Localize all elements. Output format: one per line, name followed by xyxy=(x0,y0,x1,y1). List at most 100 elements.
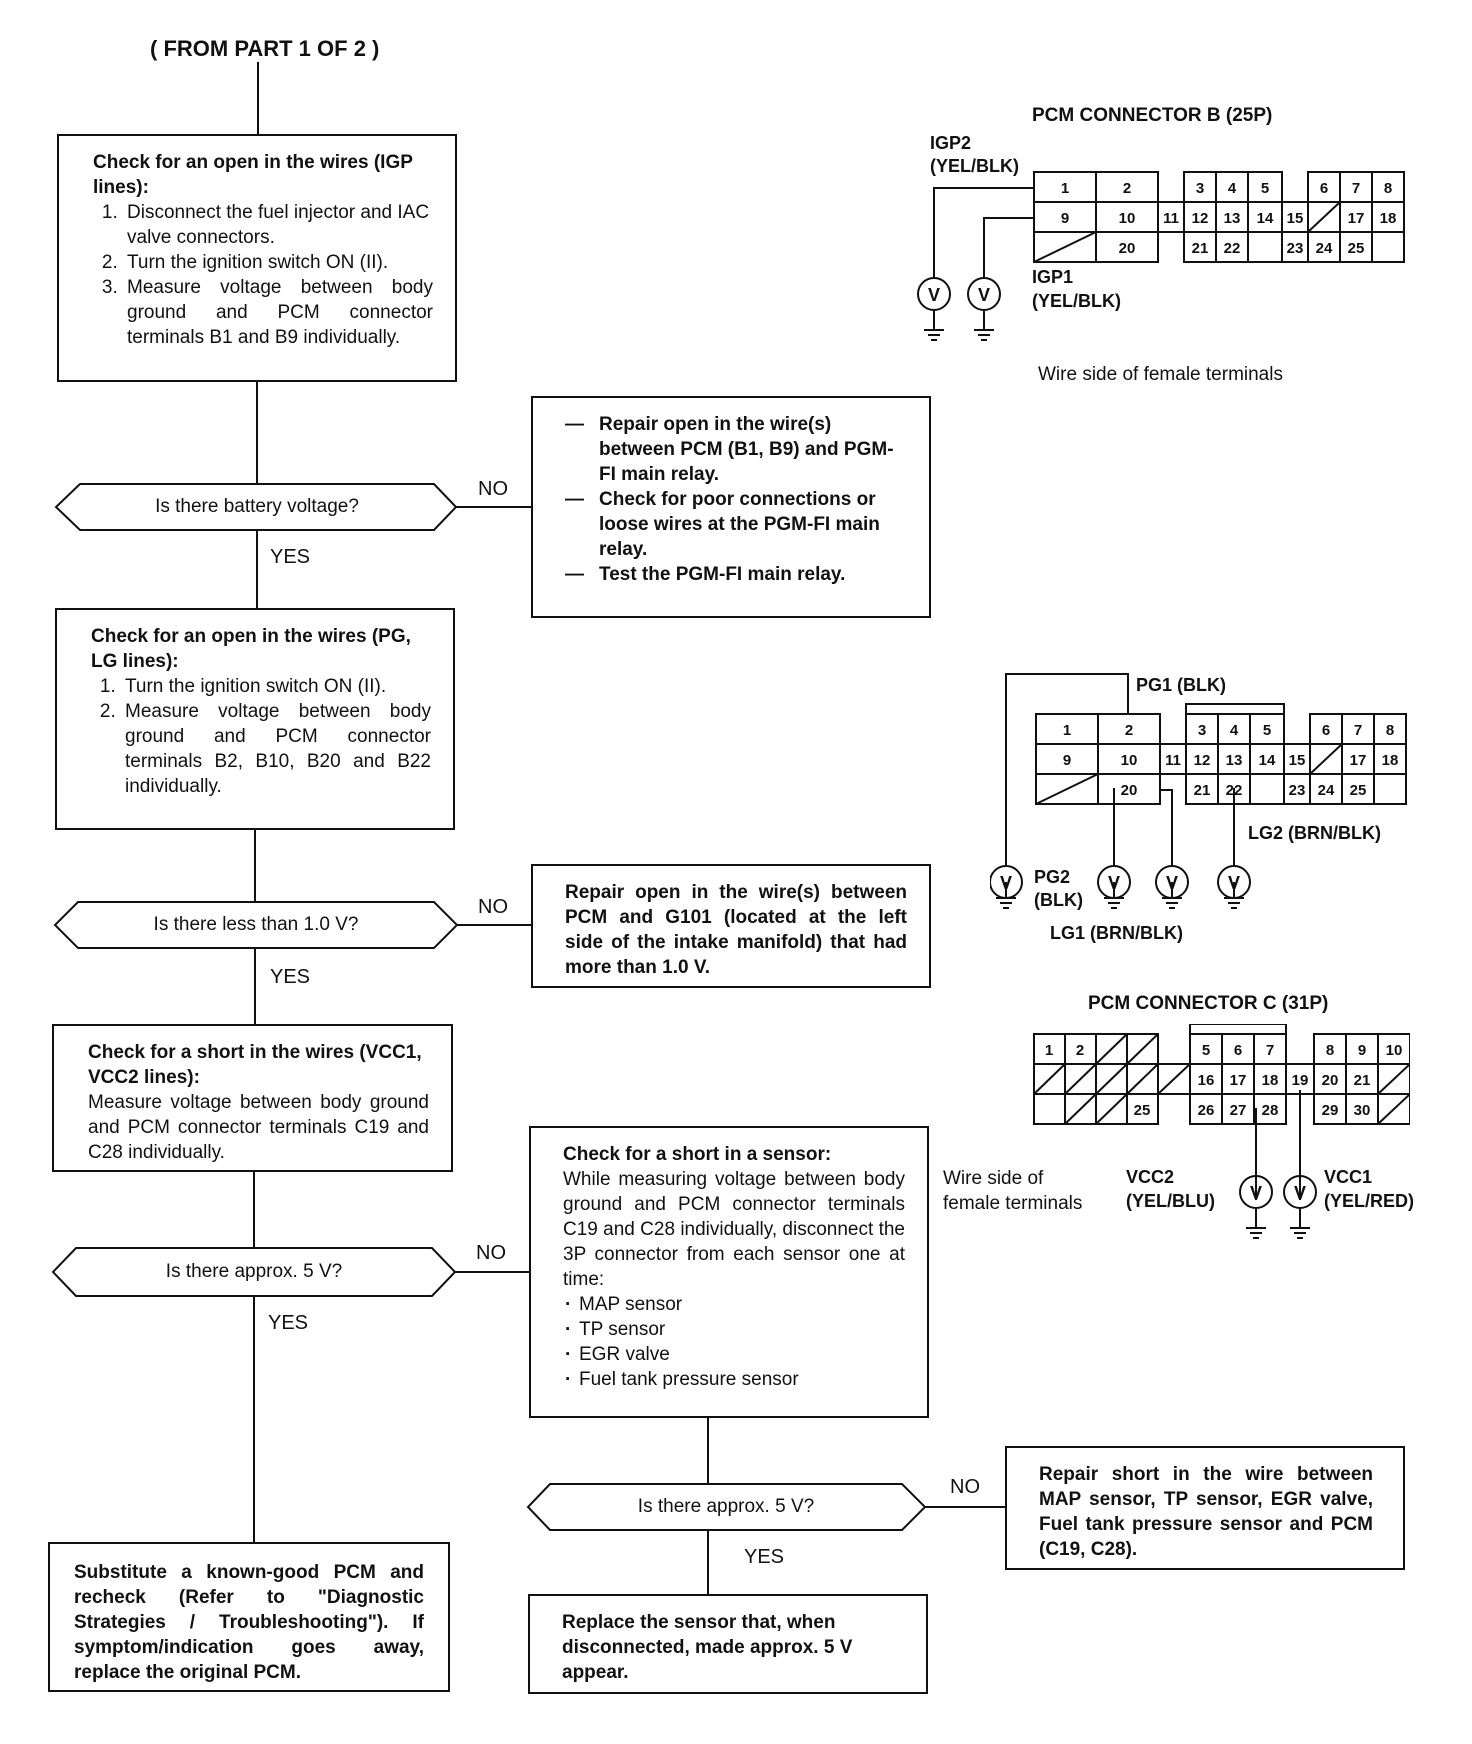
igp2-label-line2: (YEL/BLK) xyxy=(930,156,1019,176)
decision-shape-5v-b xyxy=(526,1483,927,1531)
b1-pin-5: 5 xyxy=(1261,180,1269,197)
b1-pin-6: 6 xyxy=(1320,180,1328,197)
voltmeter-vcc2-icon: V xyxy=(1250,1183,1262,1203)
b2-pin-11: 11 xyxy=(1165,752,1181,769)
lg2-label: LG2 (BRN/BLK) xyxy=(1248,823,1381,843)
c-pin-21: 21 xyxy=(1354,1072,1371,1089)
igp1-label-line2: (YEL/BLK) xyxy=(1032,291,1121,311)
pg-lg-check-title: Check for an open in the wires (PG, LG l… xyxy=(91,626,411,672)
b1-pin-12: 12 xyxy=(1192,210,1209,227)
c-pin-17: 17 xyxy=(1230,1072,1247,1089)
b1-pin-20: 20 xyxy=(1119,240,1136,257)
sensor-item-map: MAP sensor xyxy=(565,1292,905,1317)
b1-pin-24: 24 xyxy=(1316,240,1333,257)
b2-pin-17: 17 xyxy=(1350,752,1367,769)
b2-pin-14: 14 xyxy=(1259,752,1276,769)
sensor-check-title: Check for a short in a sensor: xyxy=(563,1144,832,1165)
igp2-label-line1: IGP2 xyxy=(930,133,972,153)
sensor-check-box: Check for a short in a sensor: While mea… xyxy=(529,1126,929,1418)
b1-pin-4: 4 xyxy=(1228,180,1237,197)
yes-label-3: YES xyxy=(268,1312,309,1334)
b2-pin-13: 13 xyxy=(1226,752,1243,769)
b1-pin-17: 17 xyxy=(1348,210,1365,227)
pg-lg-step-1: Turn the ignition switch ON (II). xyxy=(121,674,431,699)
b1-pin-1: 1 xyxy=(1061,180,1069,197)
b2-pin-4: 4 xyxy=(1230,722,1239,739)
c-pin-5: 5 xyxy=(1202,1042,1210,1059)
c-pin-16: 16 xyxy=(1198,1072,1215,1089)
c-pin-18: 18 xyxy=(1262,1072,1279,1089)
igp-step-1: Disconnect the fuel injector and IAC val… xyxy=(123,200,433,250)
b1-pin-22: 22 xyxy=(1224,240,1241,257)
b1-pin-8: 8 xyxy=(1384,180,1392,197)
connector-c-caption-line1: Wire side of xyxy=(943,1168,1044,1189)
c-pin-9: 9 xyxy=(1358,1042,1366,1059)
c-pin-26: 26 xyxy=(1198,1102,1215,1119)
b2-pin-10: 10 xyxy=(1121,752,1138,769)
sensor-item-tp: TP sensor xyxy=(565,1317,905,1342)
vcc2-label-line2: (YEL/BLU) xyxy=(1126,1191,1215,1211)
repair-igp-item-2: Check for poor connections or loose wire… xyxy=(565,487,909,562)
b2-pin-12: 12 xyxy=(1194,752,1211,769)
substitute-pcm-box: Substitute a known-good PCM and recheck … xyxy=(48,1542,450,1692)
b2-pin-25: 25 xyxy=(1350,782,1367,799)
vcc-check-title: Check for a short in the wires (VCC1, VC… xyxy=(88,1042,422,1088)
vcc1-label-line2: (YEL/RED) xyxy=(1324,1191,1414,1211)
yes-label-1: YES xyxy=(270,546,311,568)
b2-pin-20: 20 xyxy=(1121,782,1138,799)
replace-sensor-box: Replace the sensor that, when disconnect… xyxy=(528,1594,928,1694)
pg-lg-check-steps: Turn the ignition switch ON (II). Measur… xyxy=(91,674,431,799)
c-pin-1: 1 xyxy=(1045,1042,1053,1059)
b1-pin-10: 10 xyxy=(1119,210,1136,227)
decision-battery-voltage: Is there battery voltage? xyxy=(155,496,359,517)
igp-step-3: Measure voltage between body ground and … xyxy=(123,275,433,350)
c-pin-19: 19 xyxy=(1292,1072,1309,1089)
pg2-label-line2: (BLK) xyxy=(1034,890,1083,910)
b1-pin-21: 21 xyxy=(1192,240,1209,257)
no-label-3: NO xyxy=(476,1242,506,1264)
b1-pin-14: 14 xyxy=(1257,210,1274,227)
c-pin-6: 6 xyxy=(1234,1042,1242,1059)
voltmeter-igp1-icon: V xyxy=(978,285,990,305)
b1-pin-2: 2 xyxy=(1123,180,1131,197)
b2-pin-9: 9 xyxy=(1063,752,1071,769)
b2-pin-24: 24 xyxy=(1318,782,1335,799)
voltmeter-igp2-icon: V xyxy=(928,285,940,305)
c-pin-2: 2 xyxy=(1076,1042,1084,1059)
b2-pin-1: 1 xyxy=(1063,722,1071,739)
from-part-label: ( FROM PART 1 OF 2 ) xyxy=(150,36,380,61)
b2-pin-5: 5 xyxy=(1263,722,1271,739)
no-label-1: NO xyxy=(478,478,508,500)
c-pin-30: 30 xyxy=(1354,1102,1371,1119)
pg2-label-line1: PG2 xyxy=(1034,867,1071,887)
igp1-label-line1: IGP1 xyxy=(1032,267,1074,287)
repair-igp-box: Repair open in the wire(s) between PCM (… xyxy=(531,396,931,618)
sensor-item-fuel-tank: Fuel tank pressure sensor xyxy=(565,1367,905,1392)
vcc-check-box: Check for a short in the wires (VCC1, VC… xyxy=(52,1024,453,1172)
pg-lg-check-box: Check for an open in the wires (PG, LG l… xyxy=(55,608,455,830)
b2-pin-23: 23 xyxy=(1289,782,1306,799)
decision-shape-5v-a xyxy=(51,1247,457,1297)
no-label-2: NO xyxy=(478,896,508,918)
no-label-4: NO xyxy=(950,1476,980,1498)
c-pin-25: 25 xyxy=(1134,1102,1151,1119)
sensor-check-text: While measuring voltage between body gro… xyxy=(563,1169,905,1290)
b2-pin-7: 7 xyxy=(1354,722,1362,739)
b1-pin-18: 18 xyxy=(1380,210,1397,227)
repair-short-box: Repair short in the wire between MAP sen… xyxy=(1005,1446,1405,1570)
b1-pin-23: 23 xyxy=(1287,240,1304,257)
repair-igp-item-1: Repair open in the wire(s) between PCM (… xyxy=(565,412,909,487)
voltmeter-vcc1-icon: V xyxy=(1294,1183,1306,1203)
yes-label-2: YES xyxy=(270,966,311,988)
sensor-list: MAP sensor TP sensor EGR valve Fuel tank… xyxy=(563,1292,905,1392)
igp-check-box: Check for an open in the wires (IGP line… xyxy=(57,134,457,382)
b1-pin-25: 25 xyxy=(1348,240,1365,257)
connector-c-caption-line2: female terminals xyxy=(943,1193,1083,1214)
b1-pin-9: 9 xyxy=(1061,210,1069,227)
b2-pin-21: 21 xyxy=(1194,782,1211,799)
repair-igp-list: Repair open in the wire(s) between PCM (… xyxy=(565,412,909,587)
decision-approx-5v-a: Is there approx. 5 V? xyxy=(165,1261,343,1282)
b2-pin-22: 22 xyxy=(1226,782,1243,799)
vcc2-label-line1: VCC2 xyxy=(1126,1167,1175,1187)
